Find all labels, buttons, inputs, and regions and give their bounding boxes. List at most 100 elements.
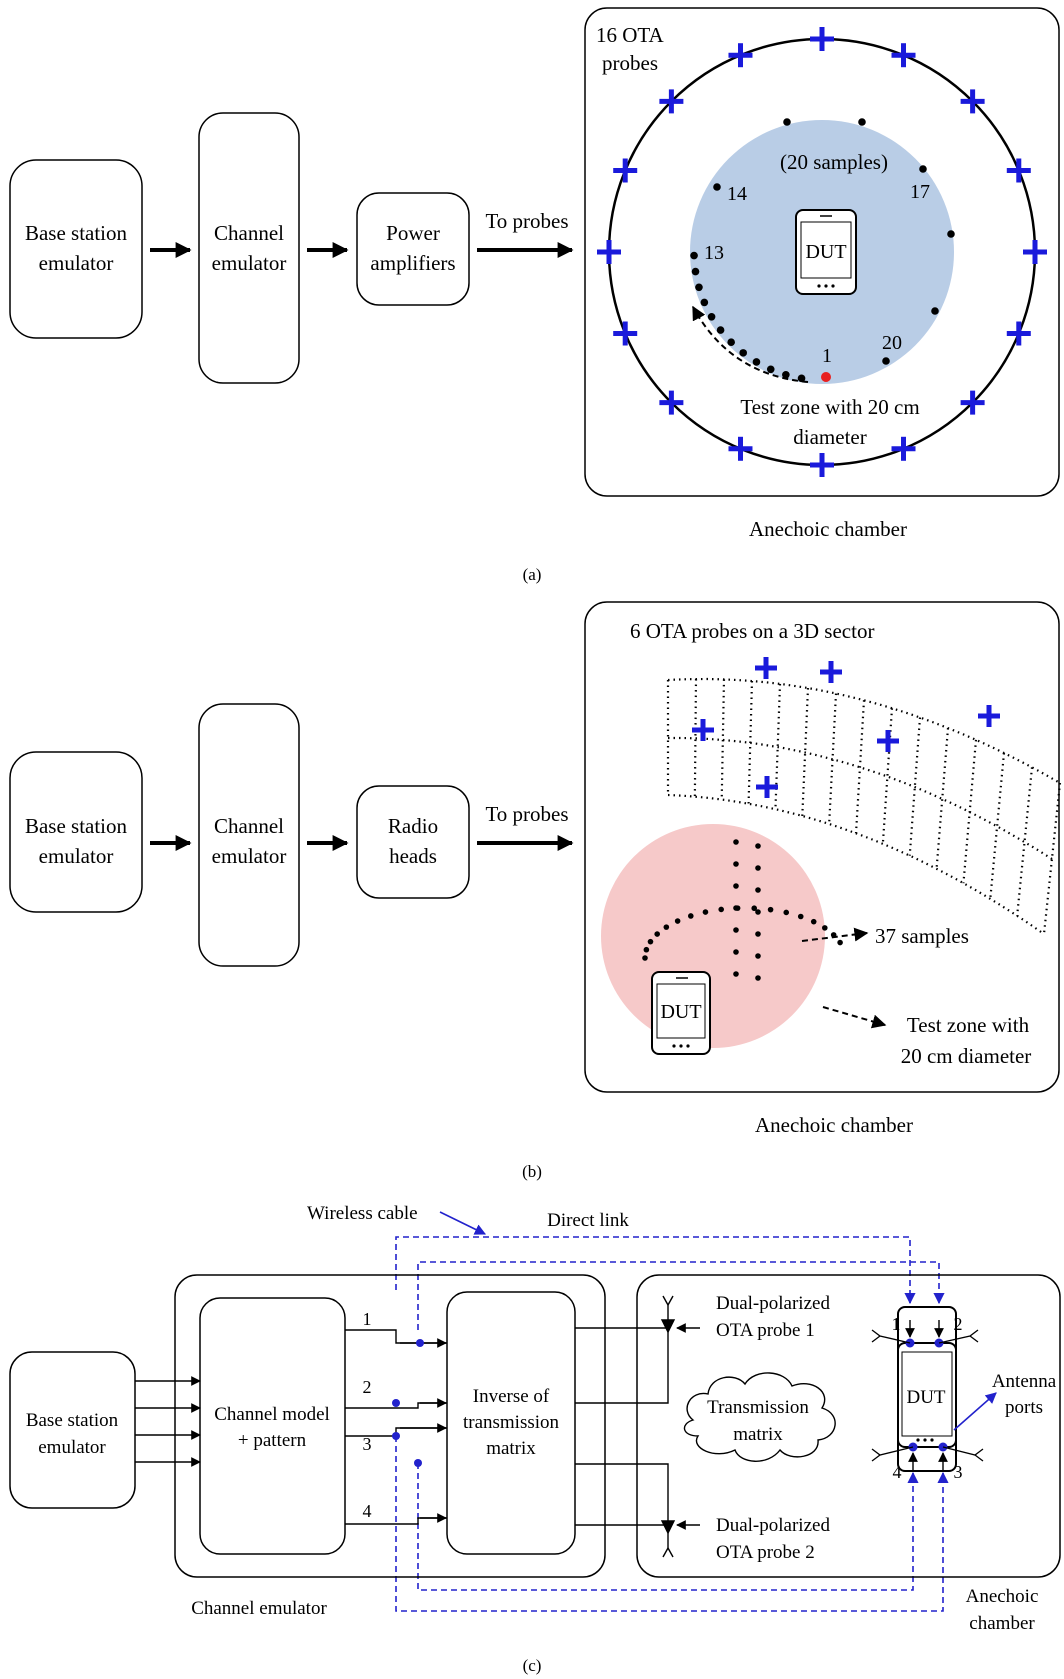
sample-point [782,370,790,379]
dut-device-b: DUT [651,971,711,1055]
wireless-cable-paths [395,1236,944,1612]
channel-emulator-label: Channel emulator [191,1598,327,1619]
sample-point [810,918,817,925]
ota-probe-marker [960,390,985,415]
sample-point [931,307,939,315]
sample-point [733,927,739,933]
channel-emulator-block: Channel emulator [198,112,300,384]
ota-probe-marker [659,390,684,415]
test-zone-circle-b [601,824,825,1048]
svg-text:OTA probe 2: OTA probe 2 [716,1542,815,1563]
ota-probe-marker [728,43,753,68]
ota-probe-2 [660,1520,700,1558]
sample-point [755,953,761,959]
svg-text:emulator: emulator [38,1437,106,1458]
anechoic-chamber-c [636,1274,1061,1578]
ota-probe-marker [1023,240,1047,264]
sample-point [767,906,774,913]
ota-probe-marker [1006,321,1031,346]
anechoic-chamber-a: 16 OTA probes (20 samples) 14 17 13 1 20… [584,7,1060,497]
sample-point [751,905,758,912]
ota-probes-a [597,27,1047,477]
sample-point [716,326,725,334]
svg-text:matrix: matrix [486,1438,536,1459]
ota-probe-marker [1006,158,1031,183]
svg-text:Channel: Channel [214,221,284,245]
port-1-label: 1 [363,1309,372,1329]
sample-point [797,913,804,920]
channel-model-block: Channel model + pattern [199,1297,346,1555]
ota-probe-marker [728,436,753,461]
sample-1-point [821,372,831,382]
sample-point [690,251,698,260]
svg-text:Transmission: Transmission [707,1397,809,1418]
ota-probe-marker [597,240,621,264]
ota-probe-1 [660,1295,700,1334]
caption-b: (b) [522,1162,542,1181]
svg-text:Base station: Base station [25,221,128,245]
direct-link-label: Direct link [547,1210,629,1231]
sample-point [858,118,866,126]
svg-text:14: 14 [727,183,747,205]
port-3-label: 3 [363,1434,372,1454]
chamber-label-b: Anechoic chamber [755,1113,913,1137]
samples-label: (20 samples) [780,150,888,174]
svg-text:17: 17 [910,181,930,203]
svg-text:DUT: DUT [805,241,846,263]
cm-to-inverse-lines [345,1329,447,1525]
sample-point [713,183,721,191]
ota-probe-marker [820,661,842,683]
sample-point [783,909,790,916]
svg-text:Channel model: Channel model [214,1404,330,1425]
svg-text:diameter: diameter [793,425,866,449]
sample-point [654,931,660,937]
to-probes-label: To probes [485,209,568,233]
sample-point [643,946,650,953]
dut-port-arrows [905,1320,948,1470]
wireless-cable-label: Wireless cable [307,1203,418,1224]
sample-point [733,971,739,977]
probe-2-label: Dual-polarized [716,1515,830,1536]
to-probes-label-b: To probes [485,802,568,826]
test-zone-pointer [822,1006,887,1029]
sample-point [727,338,735,346]
svg-text:Radio: Radio [388,814,438,838]
caption-c: (c) [523,1656,542,1675]
sample-point [642,955,648,961]
svg-text:Power: Power [386,221,440,245]
sample-point [733,949,739,955]
svg-text:20: 20 [882,332,902,354]
wireless-cable-pointer [439,1211,487,1235]
ota-probes-b [692,657,1000,798]
svg-text:amplifiers: amplifiers [370,251,455,275]
sample-points-a [690,118,955,383]
sample-point [663,924,670,930]
ota-probe-marker [756,776,778,798]
sample-point [700,298,709,307]
svg-text:13: 13 [704,242,724,264]
svg-text:DUT: DUT [906,1387,945,1408]
samples-pointer [801,927,869,942]
ota-probe-marker [613,321,638,346]
panel-b: Base station emulator Channel emulator R… [9,601,1062,1181]
sample-point [733,883,739,889]
sample-point [797,374,806,383]
base-station-block-b: Base station emulator [9,751,143,913]
sample-point [687,913,694,919]
ota-probe-marker [613,158,638,183]
sample-point [766,365,775,374]
power-amplifiers-block: Power amplifiers [356,192,470,306]
antenna-ports-pointer [953,1392,997,1431]
svg-text:probes: probes [602,51,658,75]
sample-point [755,931,761,937]
svg-text:DUT: DUT [660,1001,701,1023]
svg-text:matrix: matrix [733,1424,783,1445]
panel-a: Base station emulator Channel emulator P… [9,7,1060,584]
anechoic-chamber-b: 6 OTA probes on a 3D sector DUT 37 sampl… [584,601,1062,1093]
ota-probe-marker [810,453,834,477]
chamber-label-c: Anechoic [966,1586,1039,1607]
dut-port-4-label: 4 [893,1462,902,1482]
sample-point [733,861,739,867]
ota-probe-marker [810,27,834,51]
